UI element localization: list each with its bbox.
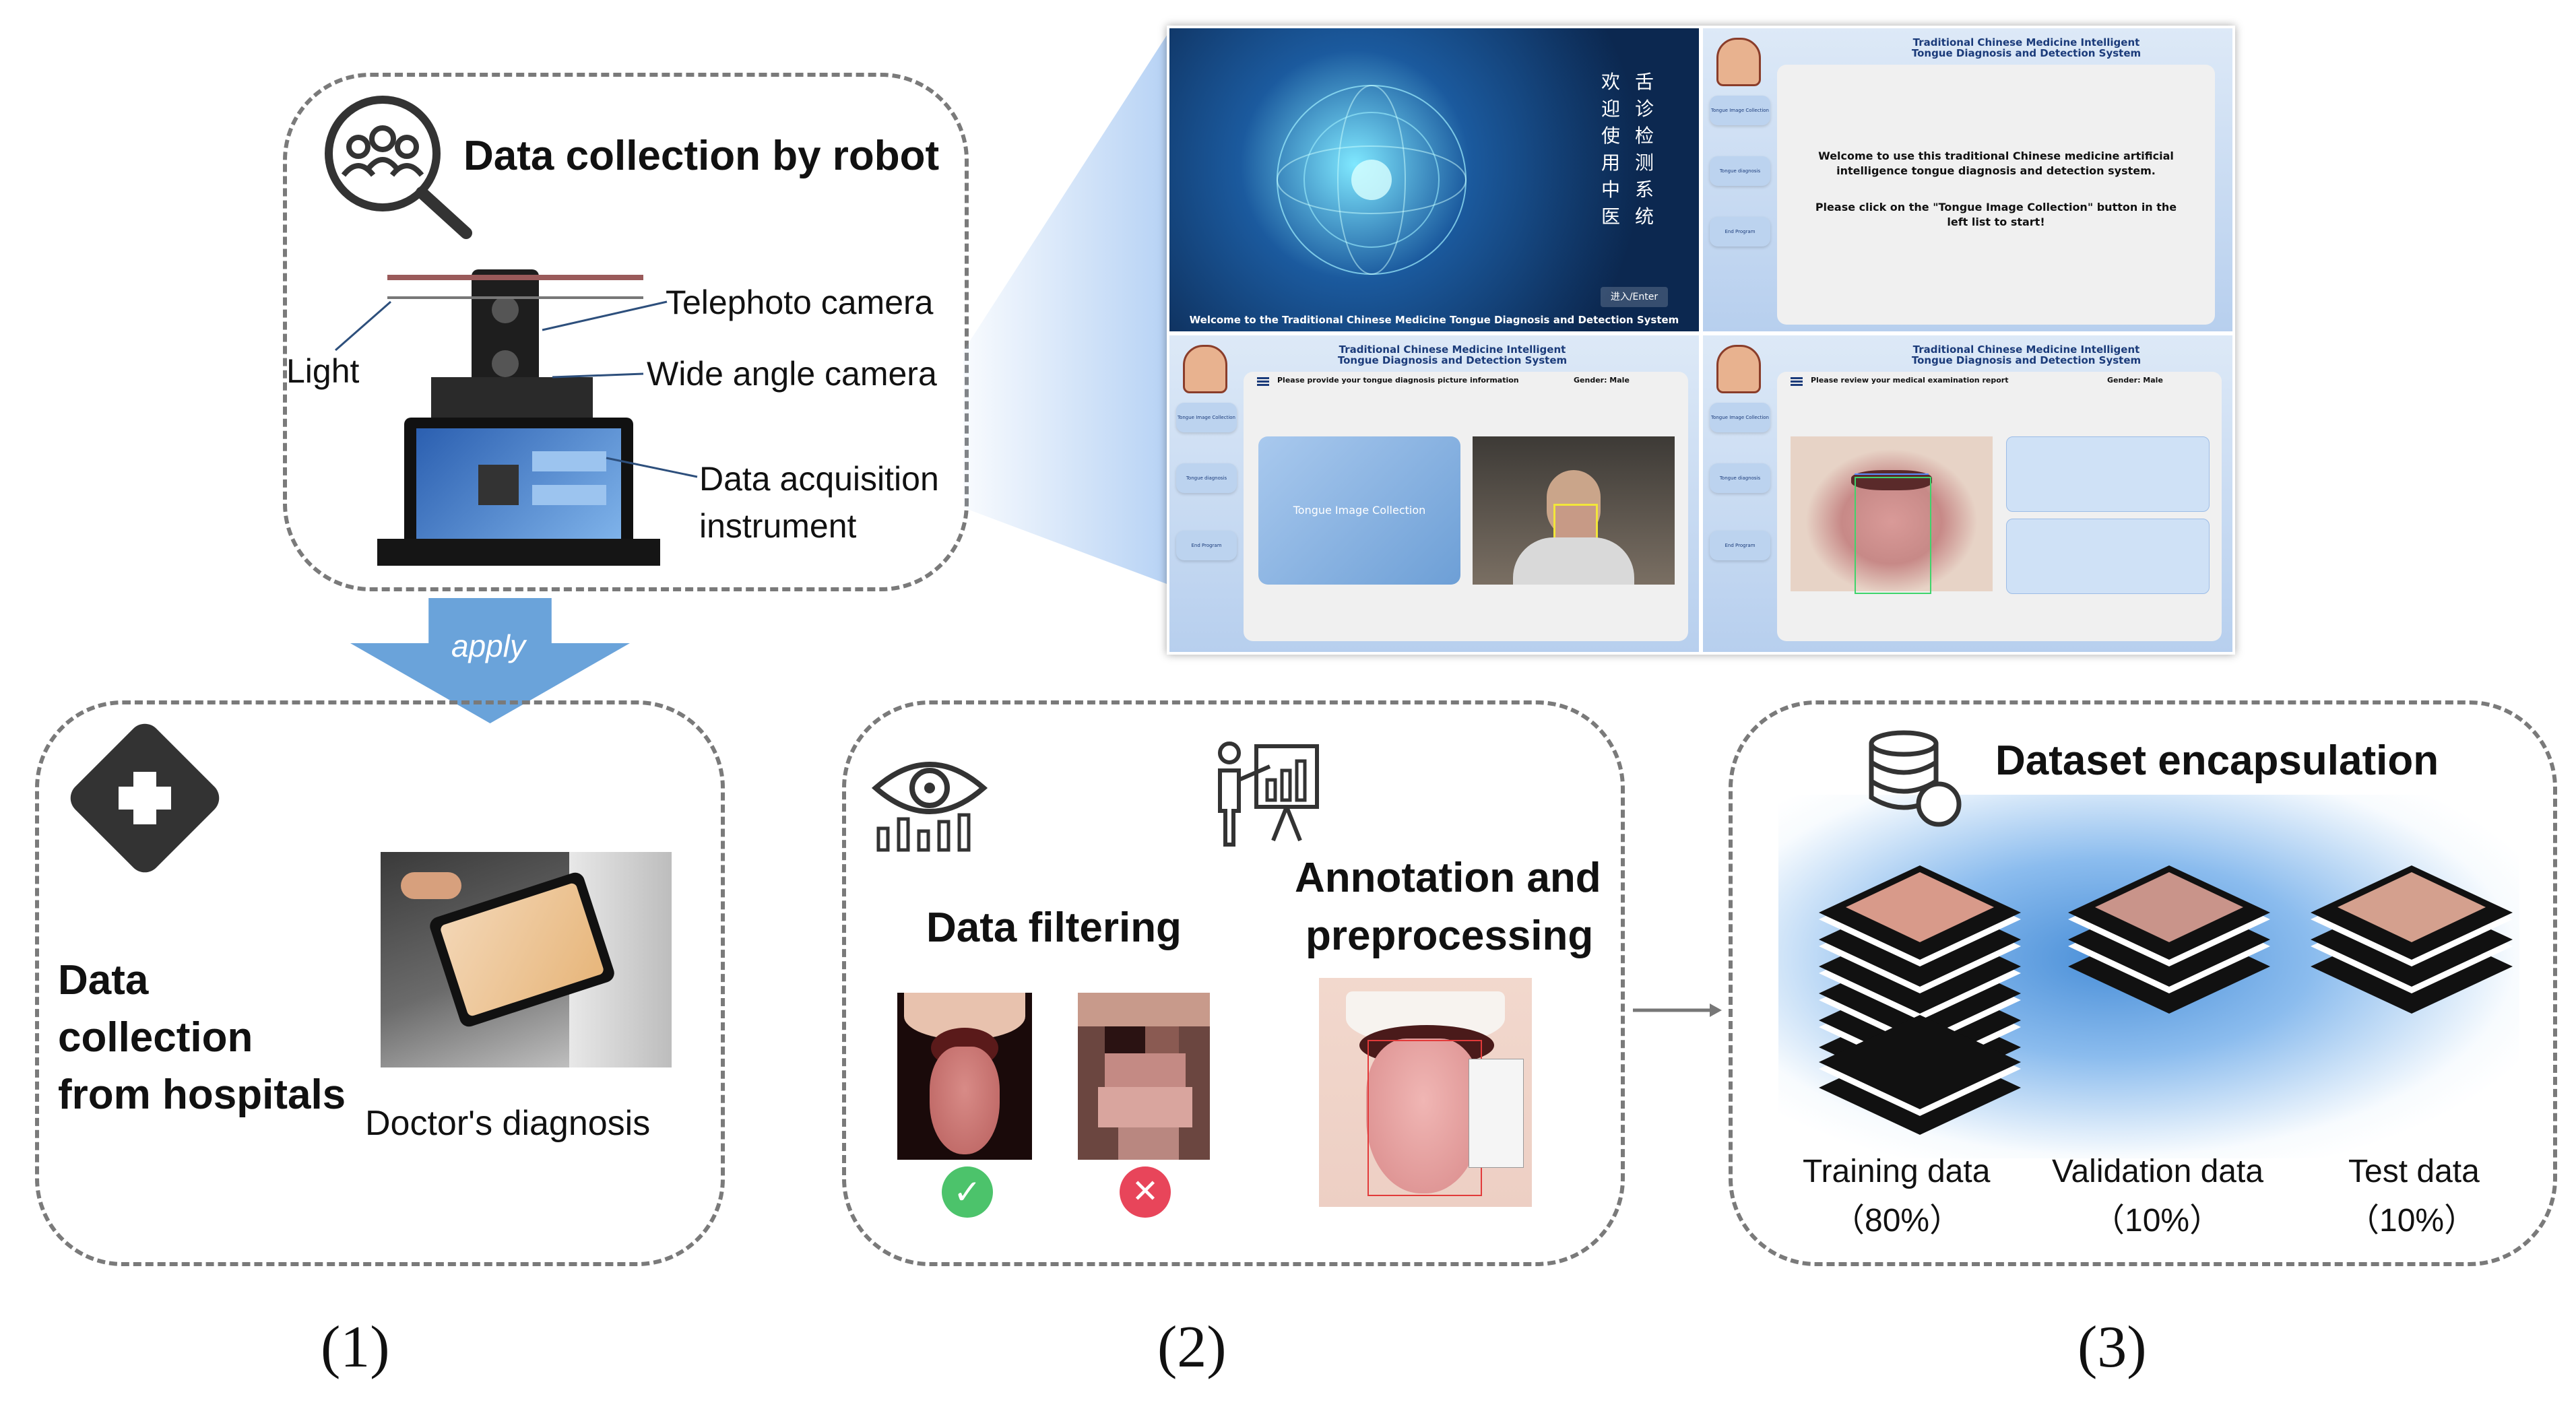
panel-dataset — [1729, 700, 2557, 1266]
robot-panel — [283, 73, 969, 591]
data-filtering-title: Data filtering — [926, 904, 1182, 951]
side-btn-end[interactable]: End Program — [1710, 531, 1770, 560]
training-label: Training data — [1803, 1154, 1991, 1189]
validation-label: Validation data — [2052, 1154, 2264, 1189]
apply-label: apply — [451, 628, 525, 663]
side-btn-diagnosis[interactable]: Tongue diagnosis — [1176, 463, 1237, 493]
cross-icon: ✕ — [1120, 1166, 1171, 1218]
panel-number-2: (2) — [1157, 1315, 1227, 1380]
side-btn-diagnosis[interactable]: Tongue diagnosis — [1710, 156, 1770, 186]
side-btn-end[interactable]: End Program — [1176, 531, 1237, 560]
hospital-title-2: collection — [58, 1014, 253, 1061]
system-title-1: Traditional Chinese Medicine Intelligent — [1912, 343, 2140, 356]
panel-filtering — [842, 700, 1625, 1266]
panel-number-1: (1) — [321, 1315, 390, 1380]
system-title-2: Tongue Diagnosis and Detection System — [1911, 47, 2142, 59]
collection-button[interactable]: Tongue Image Collection — [1258, 436, 1460, 585]
light-bar-bottom — [387, 296, 643, 299]
system-title-1: Traditional Chinese Medicine Intelligent — [1912, 36, 2140, 48]
provide-info: Please provide your tongue diagnosis pic… — [1277, 376, 1519, 385]
medical-cross-v — [133, 772, 156, 824]
doctor-tablet-photo — [381, 852, 672, 1067]
avatar — [1716, 345, 1761, 393]
tongue-good-photo — [897, 993, 1032, 1160]
training-stack — [1812, 845, 2028, 1155]
welcome-caption: Welcome to the Traditional Chinese Medic… — [1189, 314, 1679, 326]
label-daq-1: Data acquisition — [699, 460, 939, 498]
hospital-title-3: from hospitals — [58, 1072, 346, 1118]
people-search-icon — [325, 96, 472, 239]
camera-preview — [1473, 436, 1675, 585]
test-label: Test data — [2348, 1154, 2480, 1189]
presentation-icon — [1218, 742, 1319, 847]
tongue-bad-photo — [1078, 993, 1210, 1160]
robot-title: Data collection by robot — [463, 133, 940, 179]
panel-hospitals — [35, 700, 725, 1266]
report-text-box-1 — [2006, 436, 2210, 512]
welcome-cn-col2: 舌诊检测系统 — [1634, 71, 1654, 228]
screen-collection: Traditional Chinese Medicine Intelligent… — [1169, 335, 1699, 652]
system-title-2: Tongue Diagnosis and Detection System — [1337, 354, 1568, 366]
flow-arrow — [1633, 1003, 1722, 1017]
side-btn-collect[interactable]: Tongue Image Collection — [1710, 403, 1770, 432]
message-card — [1777, 65, 2215, 325]
menu-icon — [1791, 377, 1803, 379]
hospital-title-1: Data — [58, 957, 149, 1003]
welcome-msg-3: Please click on the "Tongue Image Collec… — [1815, 201, 2177, 213]
welcome-msg-4: left list to start! — [1947, 216, 2045, 228]
label-wide-angle: Wide angle camera — [647, 355, 937, 393]
screen-welcome-msg: Traditional Chinese Medicine Intelligent… — [1703, 28, 2232, 331]
validation-stack — [2061, 845, 2277, 1020]
panel-number-3: (3) — [2078, 1315, 2147, 1380]
light-bar — [387, 275, 643, 280]
side-btn-diagnosis[interactable]: Tongue diagnosis — [1710, 463, 1770, 493]
gender-label: Gender: Male — [2107, 376, 2163, 385]
leader-lines — [335, 300, 698, 478]
projection-beam — [963, 27, 1172, 586]
training-pct: （80%） — [1832, 1203, 1962, 1239]
dataset-title: Dataset encapsulation — [1995, 737, 2439, 784]
eye-chart-icon — [871, 762, 988, 852]
enter-button[interactable]: 进入/Enter — [1601, 287, 1668, 307]
test-pct: （10%） — [2347, 1203, 2477, 1239]
doctor-diagnosis-caption: Doctor's diagnosis — [365, 1104, 651, 1143]
screen-welcome: 欢迎使用中医 舌诊检测系统 进入/Enter Welcome to the Tr… — [1169, 28, 1699, 331]
annotation-title-2: preprocessing — [1306, 913, 1594, 959]
test-stack — [2304, 845, 2519, 1020]
side-btn-collect[interactable]: Tongue Image Collection — [1710, 96, 1770, 125]
avatar — [1716, 38, 1761, 86]
welcome-msg-2: intelligence tongue diagnosis and detect… — [1836, 164, 2156, 177]
side-btn-collect[interactable]: Tongue Image Collection — [1176, 403, 1237, 432]
system-title-1: Traditional Chinese Medicine Intelligent — [1339, 343, 1566, 356]
menu-icon — [1257, 377, 1269, 379]
label-light: Light — [286, 352, 360, 390]
database-icon — [1869, 730, 1962, 827]
welcome-cn-col1: 欢迎使用中医 — [1601, 71, 1620, 228]
report-text-box-2 — [2006, 519, 2210, 594]
screen-report: Traditional Chinese Medicine Intelligent… — [1703, 335, 2232, 652]
label-telephoto: Telephoto camera — [666, 284, 934, 321]
review-report: Please review your medical examination r… — [1811, 376, 2009, 385]
annotated-tongue-photo — [1319, 978, 1532, 1207]
annotation-title-1: Annotation and — [1295, 855, 1601, 901]
robot-device-photo — [377, 269, 660, 566]
gender-label: Gender: Male — [1574, 376, 1630, 385]
tongue-report-image — [1791, 436, 1993, 594]
system-title-2: Tongue Diagnosis and Detection System — [1911, 354, 2142, 366]
avatar — [1183, 345, 1227, 393]
tech-globe-graphic — [1277, 85, 1467, 275]
validation-pct: （10%） — [2092, 1203, 2222, 1239]
check-icon: ✓ — [942, 1166, 993, 1218]
welcome-msg-1: Welcome to use this traditional Chinese … — [1818, 150, 2174, 162]
label-daq-2: instrument — [699, 507, 857, 545]
side-btn-end[interactable]: End Program — [1710, 217, 1770, 246]
